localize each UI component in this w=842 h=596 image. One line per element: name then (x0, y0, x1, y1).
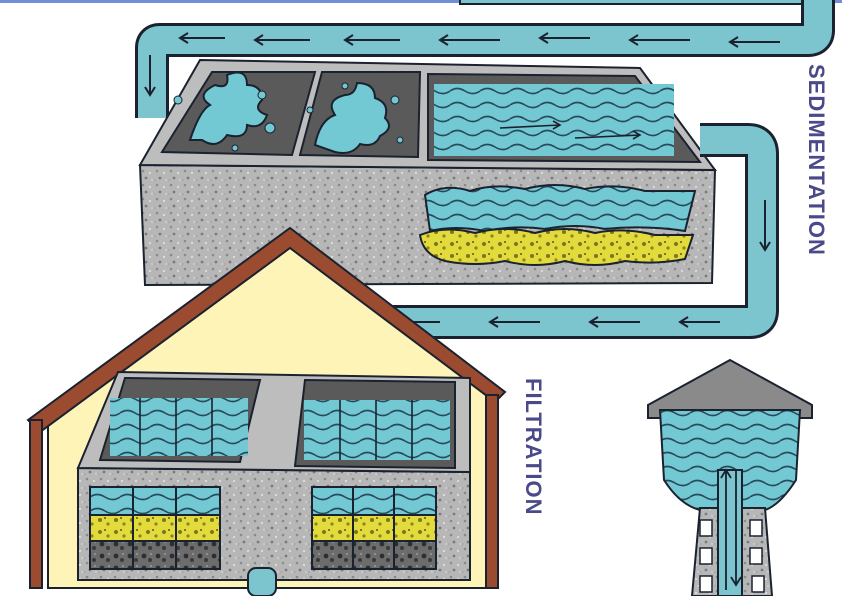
filter-cross-section-right (312, 487, 436, 569)
cutaway-water-layer (425, 185, 695, 231)
outlet-pipe (248, 568, 276, 596)
filtration-label: FILTRATION (520, 378, 546, 516)
filter-cross-section-left (90, 487, 220, 569)
settling-water (434, 84, 674, 156)
sedimentation-label: SEDIMENTATION (803, 64, 829, 256)
sludge-layer (420, 229, 693, 265)
water-tower (648, 360, 812, 596)
sedimentation-basin (140, 60, 715, 285)
